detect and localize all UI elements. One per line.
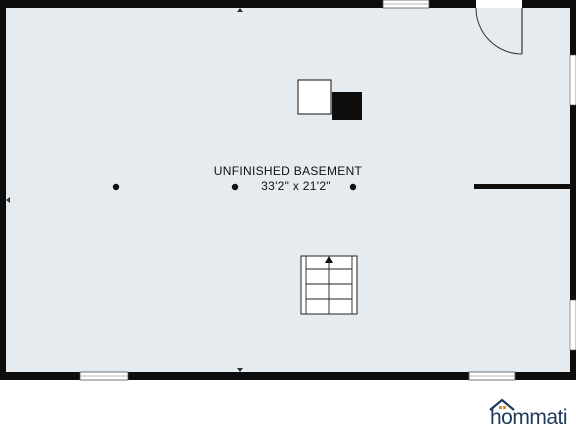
interior-wall (474, 184, 570, 189)
brand-logo: hommati (488, 396, 576, 432)
room-name-label: UNFINISHED BASEMENT (213, 164, 363, 178)
stairs-up-arrow-icon (325, 256, 333, 263)
appliance-icon (297, 79, 362, 120)
post-right (349, 183, 357, 191)
window-right-wall (569, 54, 576, 351)
staircase-icon (300, 255, 358, 315)
edge-markers (6, 8, 243, 372)
support-posts (112, 183, 357, 191)
brand-name: hommati (490, 406, 568, 429)
window-top (382, 0, 430, 9)
door-swing (475, 7, 523, 55)
post-left (112, 183, 120, 191)
window-bottom-left (79, 371, 129, 381)
house-logo-icon (489, 398, 515, 411)
window-bottom-right (468, 371, 516, 381)
post-center (231, 183, 239, 191)
door-opening (476, 0, 522, 8)
room-dimensions-label: 33'2" x 21'2" (261, 179, 331, 193)
room-floor (6, 8, 570, 372)
